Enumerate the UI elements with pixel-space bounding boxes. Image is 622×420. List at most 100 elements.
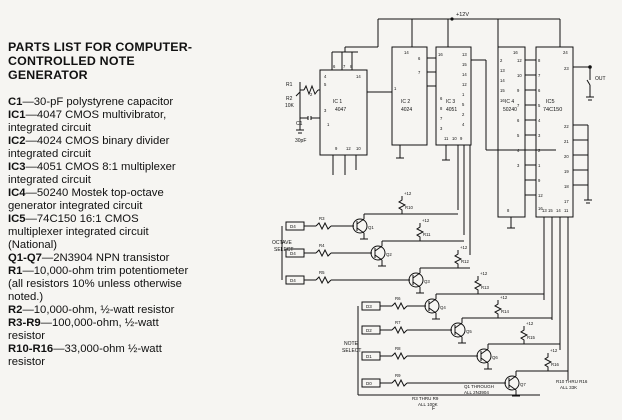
pin-number: 5 [517, 133, 520, 138]
parts-list-item: integrated circuit [8, 148, 270, 161]
part-ref: IC3 [8, 161, 26, 173]
pin-number: 8 [538, 58, 541, 63]
resistor [391, 301, 408, 311]
part-ref: C1 [8, 96, 23, 108]
wire [428, 307, 437, 314]
pin-number: 18 [564, 184, 569, 189]
pin-number: 2 [500, 58, 503, 63]
pin-number: 19 [564, 169, 569, 174]
part-desc: —10,000-ohm, ½-watt resistor [22, 304, 175, 316]
note-select-label: SELECT [342, 348, 361, 354]
pin-number: 5 [462, 102, 465, 107]
pin-number: 1 [462, 92, 465, 97]
resistor [315, 248, 332, 258]
resistor-label: R3 [319, 216, 325, 221]
parts-list-item: (all resistors 10% unless otherwise [8, 278, 270, 291]
transistor-label: Q7 [520, 382, 526, 387]
pin-number: 2 [538, 148, 541, 153]
resistor-label: R9 [395, 373, 401, 378]
pin-number: 11 [444, 136, 449, 141]
parts-list-item: (National) [8, 239, 270, 252]
pin-number: 12 [346, 146, 351, 151]
part-desc: —2N3904 NPN transistor [41, 252, 170, 264]
octave-select-label: OCTAVE [272, 240, 292, 246]
ic3-name: IC 3 [446, 99, 455, 105]
input-label: D4 [290, 278, 296, 283]
resistor [391, 351, 408, 361]
part-desc: —74C150 16:1 CMOS [25, 213, 139, 225]
input-label: D1 [366, 354, 372, 359]
parts-list-item: generator integrated circuit [8, 200, 270, 213]
transistor [352, 218, 368, 234]
supply-rail: +12V [344, 12, 561, 52]
transistor-label: Q4 [440, 305, 446, 310]
resistor-label: R5 [319, 270, 325, 275]
pin-number: 1 [327, 122, 330, 127]
parts-title-line: CONTROLLED NOTE [8, 54, 135, 68]
pin-number: 8 [440, 106, 443, 111]
pin-number: 8 [507, 208, 510, 213]
ic3-part: 4051 [446, 107, 457, 113]
pin-number: 2 [310, 92, 313, 97]
part-ref: Q1-Q7 [8, 252, 42, 264]
part-desc: —4047 CMOS multivibrator, [25, 109, 167, 121]
pin-number: 4 [462, 122, 465, 127]
pin-number: 15 [500, 88, 505, 93]
octave-select-label: SELECT [274, 247, 293, 253]
wire [428, 298, 437, 305]
parts-list-title: PARTS LIST FOR COMPUTER- CONTROLLED NOTE… [8, 40, 270, 82]
parts-list-item: integrated circuit [8, 122, 270, 135]
pin-number: 6 [418, 56, 421, 61]
wire [508, 375, 517, 382]
pin-number: 5 [538, 103, 541, 108]
part-desc: integrated circuit [8, 122, 91, 134]
ic1-part: 4047 [335, 107, 346, 113]
pin-number: 9 [460, 136, 463, 141]
pin-number: 1 [394, 86, 397, 91]
part-ref: IC4 [8, 187, 26, 199]
wire [356, 218, 365, 225]
parts-list-item: Q1-Q7—2N3904 NPN transistor [8, 252, 270, 265]
input-label: D4 [290, 251, 296, 256]
resistor-label: R6 [395, 296, 401, 301]
resistor-label: R8 [395, 346, 401, 351]
supply-label: +12 [526, 321, 534, 326]
pullup-resistor-note: ALL 33K [560, 385, 577, 390]
part-ref: R1 [8, 265, 23, 277]
pin-number: 13 [542, 208, 547, 213]
parts-list: PARTS LIST FOR COMPUTER- CONTROLLED NOTE… [8, 40, 270, 369]
input-label: D0 [366, 381, 372, 386]
pin-number: 16 [513, 50, 518, 55]
pin-number: 14 [556, 208, 561, 213]
part-desc: —4024 CMOS binary divider [25, 135, 170, 147]
pin-number: 9 [517, 88, 520, 93]
pin-number: 1 [538, 163, 541, 168]
part-desc: —100,000-ohm, ½-watt [40, 317, 159, 329]
wire [374, 245, 383, 252]
r2-value: 10K [285, 103, 295, 109]
pin-number: 22 [564, 124, 569, 129]
transistor-label: Q2 [386, 252, 392, 257]
pin-number: 14 [404, 50, 409, 55]
pin-number: 7 [343, 64, 346, 69]
pin-number: 3 [324, 108, 327, 113]
parts-list-item: IC2—4024 CMOS binary divider [8, 135, 270, 148]
page-marker: F [432, 406, 435, 412]
ic2-part: 4024 [401, 107, 412, 113]
pin-number: 12 [517, 58, 522, 63]
pullup-resistor [398, 196, 407, 214]
supply-label: +12 [500, 295, 508, 300]
pullup-resistor [474, 276, 483, 294]
part-desc: multiplexer integrated circuit [8, 226, 149, 238]
resistor-label: R16 [551, 362, 559, 367]
part-desc: resistor [8, 330, 46, 342]
note-select-label: NOTE [344, 341, 359, 347]
pin-number: 9 [335, 146, 338, 151]
parts-list-item: noted.) [8, 291, 270, 304]
pin-number: 14 [500, 78, 505, 83]
r1-label: R1 [286, 82, 293, 88]
